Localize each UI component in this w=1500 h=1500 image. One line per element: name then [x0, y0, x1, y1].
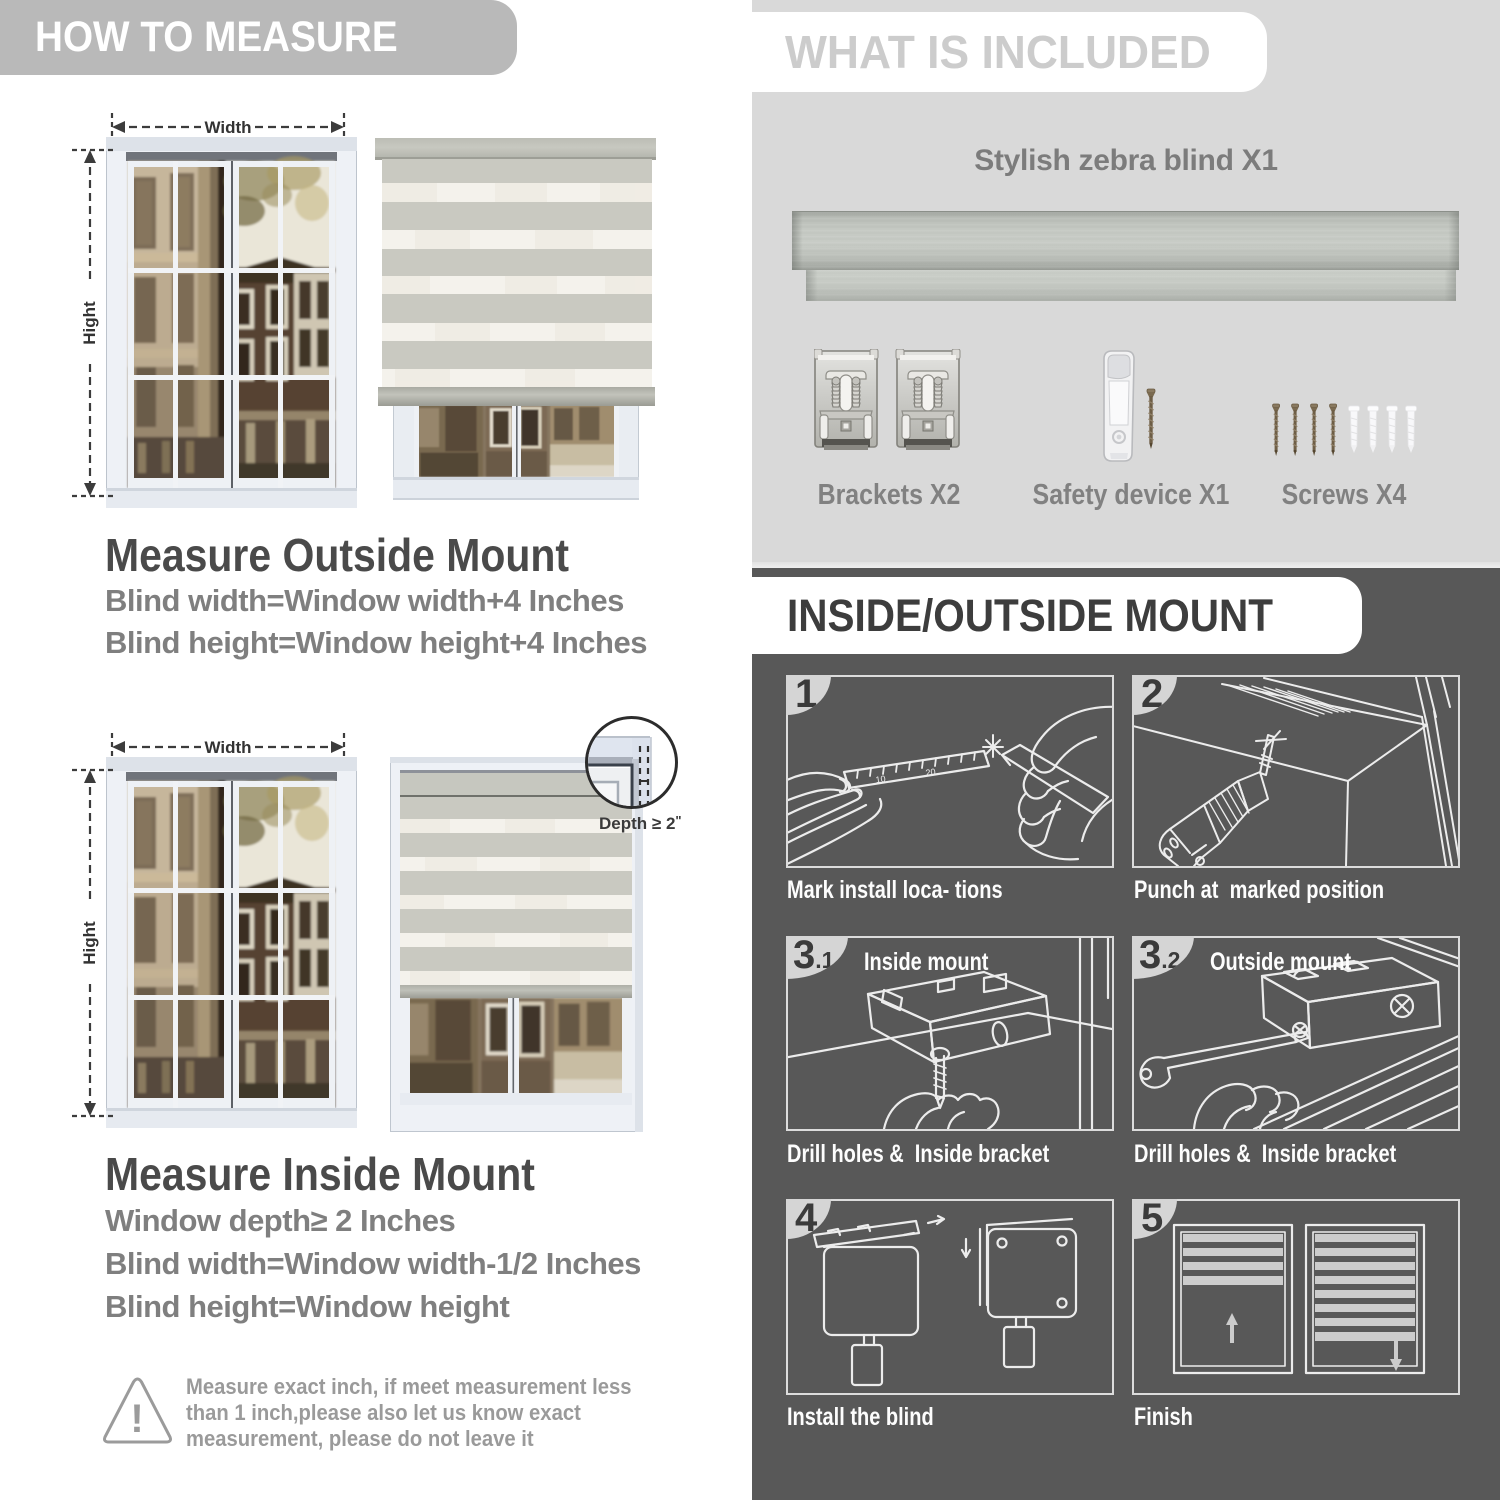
svg-text:Width: Width [204, 738, 251, 757]
svg-text:20: 20 [925, 767, 936, 778]
svg-text:10: 10 [875, 774, 886, 785]
svg-text:!: ! [130, 1397, 143, 1441]
svg-text:Hight: Hight [80, 921, 99, 965]
svg-text:Width: Width [204, 118, 251, 137]
svg-text:Hight: Hight [80, 301, 99, 345]
